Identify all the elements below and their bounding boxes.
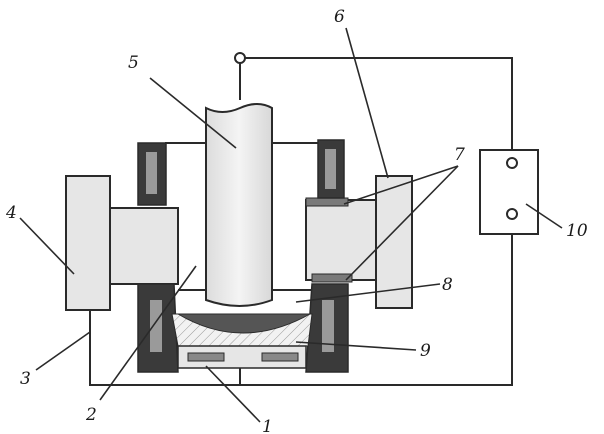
- label-3: 3: [20, 369, 31, 389]
- label-7: 7: [454, 145, 465, 165]
- part-7-upper-contact: [305, 197, 349, 207]
- leader-6: [345, 27, 389, 179]
- label-1: 1: [262, 417, 273, 434]
- part-1-base-plate: [177, 345, 307, 369]
- frame-lines: [165, 142, 318, 291]
- part-labels: 5 6 7 4 8 9 10 3 2 1: [5, 7, 588, 434]
- leader-4: [19, 217, 75, 275]
- power-terminal-top: [506, 157, 518, 169]
- bottom-wire: [89, 215, 513, 386]
- lower-left-mold-wall: [137, 283, 179, 373]
- part-6-right-block: [375, 175, 413, 309]
- part-8-melt-pool: [176, 313, 312, 334]
- upper-left-clamp: [137, 142, 167, 206]
- label-9: 9: [420, 341, 431, 361]
- label-4: 4: [5, 203, 17, 223]
- upper-right-clamp: [317, 139, 345, 199]
- lower-right-mold-wall: [305, 283, 349, 373]
- power-terminal-bottom: [506, 208, 518, 220]
- label-10: 10: [566, 221, 588, 241]
- leader-10: [525, 203, 563, 229]
- label-2: 2: [85, 405, 97, 425]
- leader-9: [295, 341, 417, 351]
- leader-7a: [343, 165, 459, 205]
- part-10-power-supply: [479, 149, 539, 235]
- right-connector-block: [305, 199, 377, 281]
- leader-lines: [19, 27, 563, 423]
- leader-7b: [345, 165, 459, 281]
- terminal-node: [234, 52, 246, 64]
- part-7-lower-contact: [311, 273, 353, 283]
- leader-2: [99, 265, 197, 401]
- circuit-wires: [89, 52, 513, 386]
- label-8: 8: [442, 275, 453, 295]
- part-5-electrode: [205, 103, 273, 307]
- label-6: 6: [334, 7, 345, 27]
- part-4-left-block: [65, 175, 111, 311]
- leader-3: [35, 331, 91, 371]
- leader-5: [149, 77, 237, 149]
- top-wire: [240, 57, 513, 155]
- left-connector-block: [109, 207, 179, 285]
- label-5: 5: [128, 53, 139, 73]
- leader-1: [205, 365, 261, 423]
- leader-8: [295, 283, 441, 303]
